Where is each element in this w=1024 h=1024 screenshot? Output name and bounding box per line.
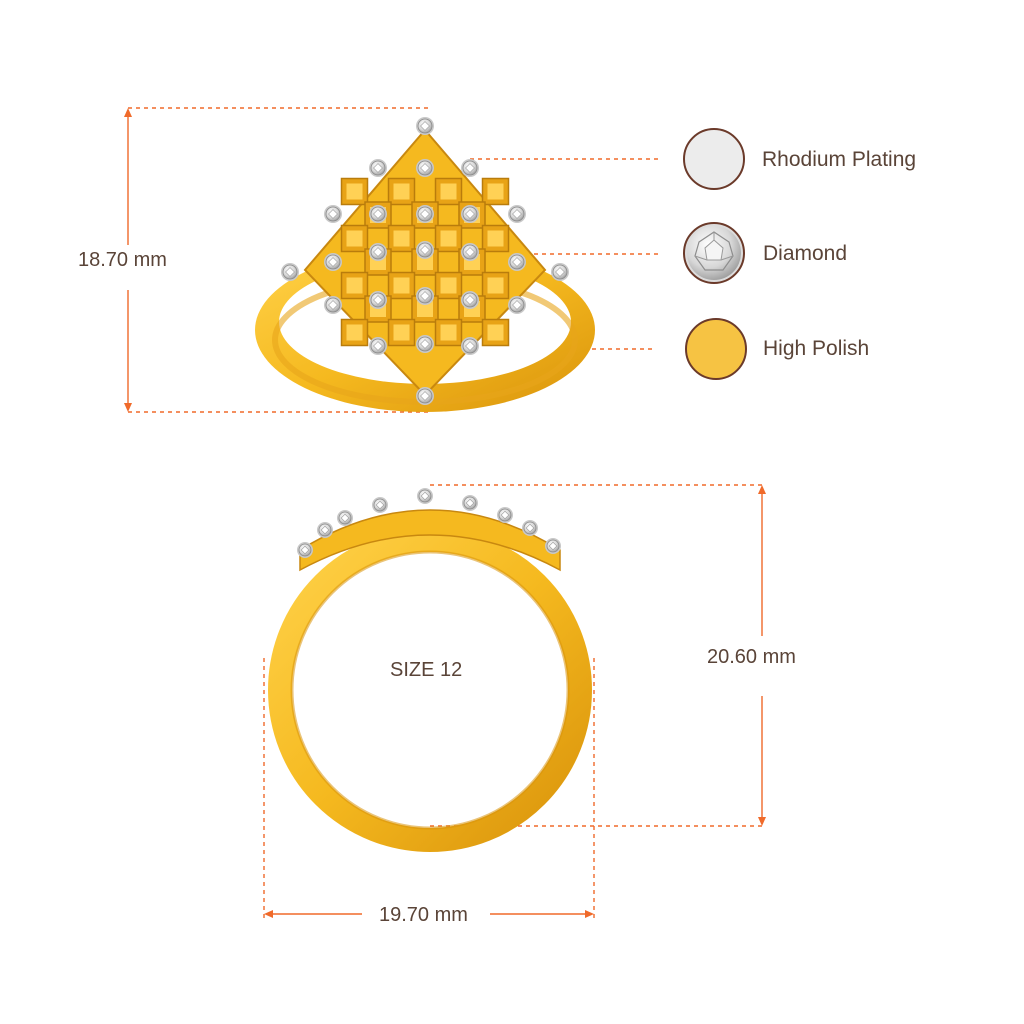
diamond-stone xyxy=(417,488,433,504)
side-diamonds xyxy=(297,488,561,558)
diamond-stone xyxy=(281,263,299,281)
diamond-stone xyxy=(416,335,434,353)
width-side-label: 19.70 mm xyxy=(379,904,468,926)
diamond-stone xyxy=(416,117,434,135)
lattice-opening xyxy=(487,324,504,341)
lattice-opening xyxy=(440,277,457,294)
diamond-stone xyxy=(462,495,478,511)
lattice-opening xyxy=(346,324,363,341)
diamond-stone xyxy=(369,205,387,223)
height-top-label: 18.70 mm xyxy=(78,249,167,271)
diamond-stone xyxy=(522,520,538,536)
diamond-stone xyxy=(324,296,342,314)
diamond-stone xyxy=(416,159,434,177)
lattice-opening xyxy=(346,183,363,200)
lattice-opening xyxy=(417,301,433,317)
diamond-stone xyxy=(369,291,387,309)
lattice-opening xyxy=(440,324,457,341)
height-side-label: 20.60 mm xyxy=(707,646,796,668)
lattice-opening xyxy=(487,230,504,247)
lattice-opening xyxy=(440,183,457,200)
lattice-opening xyxy=(346,230,363,247)
diamond-stone xyxy=(508,253,526,271)
diamond-label: Diamond xyxy=(763,242,848,265)
diamond-stone xyxy=(372,497,388,513)
diamond-stone xyxy=(324,253,342,271)
lattice-opening xyxy=(487,277,504,294)
diamond-stone xyxy=(461,243,479,261)
diamond-stone xyxy=(508,205,526,223)
diamond-stone xyxy=(324,205,342,223)
ring-size-label: SIZE 12 xyxy=(390,659,463,681)
diamond-stone xyxy=(297,542,313,558)
rhodium-label: Rhodium Plating xyxy=(762,148,917,171)
lattice-opening xyxy=(393,183,410,200)
lattice-opening xyxy=(346,277,363,294)
top-diamonds xyxy=(281,117,569,405)
diamond-stone xyxy=(416,241,434,259)
diamond-stone xyxy=(461,337,479,355)
diamond-stone xyxy=(497,507,513,523)
diamond-stone xyxy=(369,159,387,177)
diamond-stone xyxy=(369,337,387,355)
diamond-stone xyxy=(416,205,434,223)
diamond-stone xyxy=(416,387,434,405)
lattice-cells xyxy=(340,177,510,347)
polish-label: High Polish xyxy=(763,337,870,360)
lattice-opening xyxy=(487,183,504,200)
diamond-stone xyxy=(551,263,569,281)
diamond-swatch xyxy=(683,222,745,284)
lattice-opening xyxy=(440,230,457,247)
diamond-stone xyxy=(461,159,479,177)
diamond-stone xyxy=(508,296,526,314)
ring-side-view xyxy=(268,488,592,852)
diamond-icon xyxy=(687,226,741,280)
diamond-stone xyxy=(461,291,479,309)
diamond-stone xyxy=(416,287,434,305)
diamond-stone xyxy=(545,538,561,554)
lattice-opening xyxy=(393,324,410,341)
lattice-opening xyxy=(393,277,410,294)
top-view-guides xyxy=(124,107,660,413)
rhodium-swatch xyxy=(683,128,745,190)
diamond-stone xyxy=(317,522,333,538)
diamond-stone xyxy=(369,243,387,261)
lattice-opening xyxy=(393,230,410,247)
ring-top-view xyxy=(255,117,595,412)
polish-swatch xyxy=(685,318,747,380)
side-view-guides xyxy=(263,484,766,918)
diamond-stone xyxy=(461,205,479,223)
diamond-stone xyxy=(337,510,353,526)
